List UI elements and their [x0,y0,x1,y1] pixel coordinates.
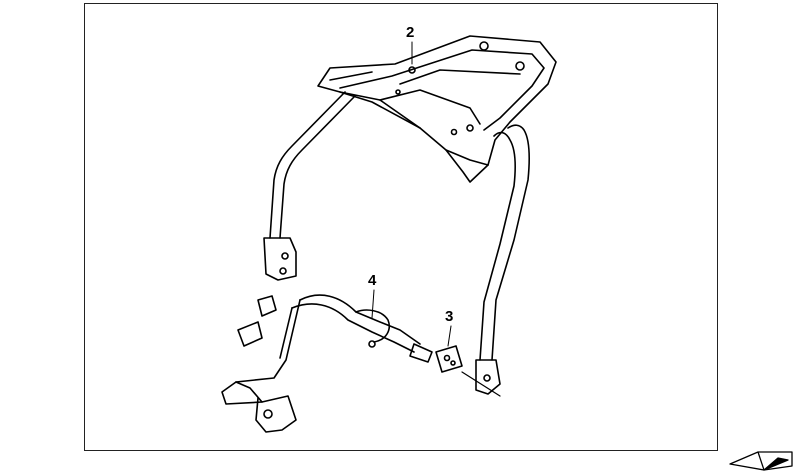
left-support-tube [263,91,356,281]
callout-part-2: 2 [406,24,415,41]
side-holder-bracket [221,294,433,433]
diagram-frame [84,3,718,451]
right-support-tube [475,124,530,395]
callout-part-3: 3 [445,308,454,325]
callout-part-4: 4 [368,272,377,289]
leader-lines [371,41,452,347]
page-turn-icon[interactable] [728,446,794,472]
carrier-plate [317,35,557,183]
small-plate [435,345,501,397]
